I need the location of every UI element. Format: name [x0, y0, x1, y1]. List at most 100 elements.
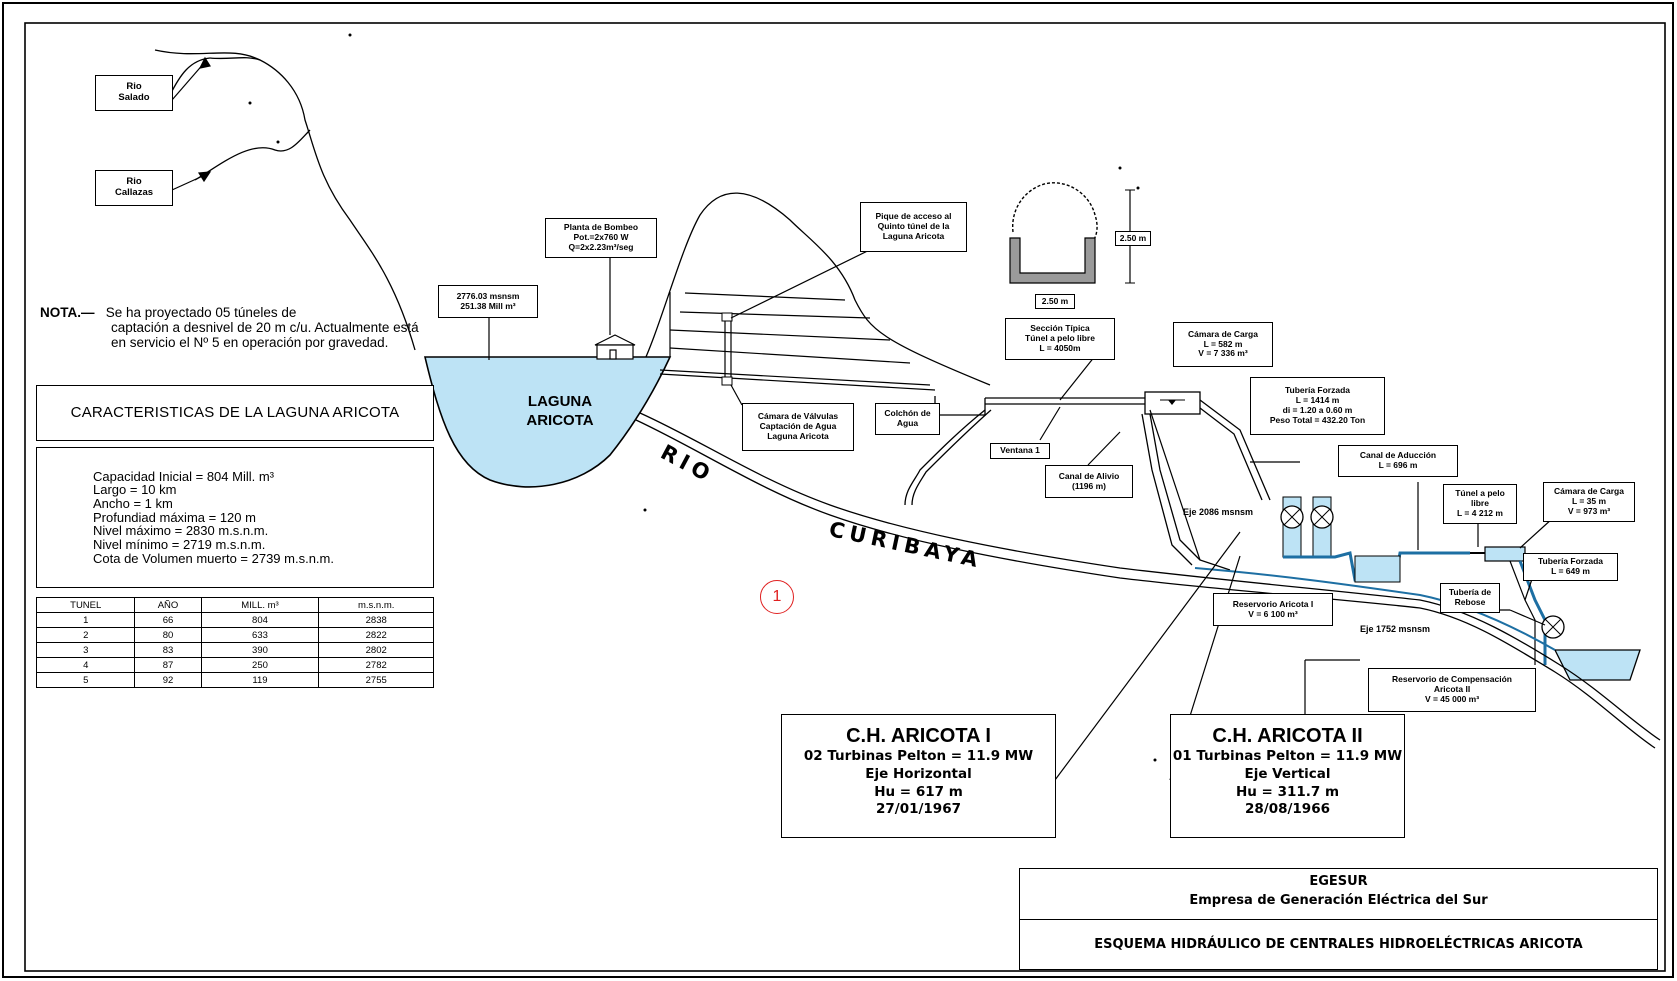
label-eje-2: Eje 1752 msnsm	[1360, 624, 1431, 634]
mountain-profile	[639, 192, 991, 386]
table-cell: 2822	[318, 627, 434, 643]
label-rio-callazas-line2: Callazas	[114, 187, 154, 198]
tunnels-table: TUNEL AÑO MILL. m³ m.s.n.m. 1 66 804 283…	[35, 597, 434, 688]
camara-carga-2-line1: Cámara de Carga	[1554, 486, 1624, 497]
tuberia-rebose-line2: Rebose	[1454, 597, 1486, 607]
label-rio-salado: Rio Salado	[95, 75, 173, 111]
ventana-text: Ventana 1	[1000, 445, 1040, 456]
plant-2-line: 28/08/1966	[1244, 801, 1330, 818]
caracteristicas-list: Capacidad Inicial = 804 Mill. m³ Largo =…	[36, 447, 434, 588]
label-tuberia-forzada-1: Tubería Forzada L = 1414 m di = 1.20 a 0…	[1250, 377, 1385, 435]
label-canal-aduccion: Canal de Aducción L = 696 m	[1338, 445, 1458, 477]
table-cell: 390	[200, 642, 320, 658]
table-cell: 80	[134, 627, 202, 643]
plant-1-title: C.H. ARICOTA I	[846, 725, 991, 747]
laguna-line1: LAGUNA	[527, 393, 593, 410]
tuberia-forzada-2-line1: Tubería Forzada	[1537, 556, 1604, 567]
tunel-pelo-libre-line3: L = 4 212 m	[1457, 507, 1503, 518]
table-cell: 3	[35, 642, 136, 658]
table-row: 4 87 250 2782	[35, 657, 434, 673]
nota-label: NOTA.—	[40, 305, 95, 320]
reservorio-comp-line1: Reservorio de Compensación	[1392, 674, 1512, 685]
table-row: 2 80 633 2822	[35, 627, 434, 643]
river-pointer-arrows	[171, 56, 212, 191]
label-camara-carga-1: Cámara de Carga L = 582 m V = 7 336 m³	[1173, 322, 1273, 367]
nota-line2: captación a desnivel de 20 m c/u. Actual…	[111, 320, 419, 336]
caracteristica-item: Nivel máximo = 2830 m.s.n.m.	[93, 523, 269, 539]
dots	[248, 33, 1157, 762]
plant-aricota-1-box: C.H. ARICOTA I 02 Turbinas Pelton = 11.9…	[781, 714, 1056, 838]
title-block: EGESUR Empresa de Generación Eléctrica d…	[1019, 868, 1658, 970]
pique-acceso-line2: Quinto túnel de la	[877, 221, 950, 232]
caracteristica-item: Nivel mínimo = 2719 m.s.n.m.	[93, 536, 266, 552]
table-cell: 2782	[318, 657, 434, 673]
marker-circle: 1	[760, 580, 794, 614]
canal-aduccion-line2: L = 696 m	[1378, 460, 1418, 470]
table-cell: 66	[134, 612, 202, 628]
label-rio-salado-line1: Rio	[126, 81, 142, 93]
main-tunnel	[904, 397, 1145, 506]
plant-2-line: Hu = 311.7 m	[1235, 783, 1340, 800]
tunnel-lines	[659, 292, 936, 391]
laguna-name: LAGUNA ARICOTA	[505, 393, 615, 431]
camara-carga-1	[1144, 391, 1201, 415]
table-cell: 2838	[318, 612, 434, 628]
nota-block: NOTA.— Se ha proyectado 05 túneles de ca…	[40, 305, 450, 350]
table-cell: 119	[200, 672, 320, 688]
nivel-laguna-line2: 251.38 Mill m³	[460, 300, 516, 311]
nivel-laguna-line1: 2776.03 msnsm	[456, 290, 520, 301]
turbine-aricota-2	[1541, 615, 1565, 639]
plant-2-line: 01 Turbinas Pelton = 11.9 MW	[1172, 748, 1403, 764]
tuberia-forzada-1-line4: Peso Total = 432.20 Ton	[1269, 414, 1366, 425]
camara-carga-1-line2: L = 582 m	[1203, 338, 1243, 349]
inner-frame	[24, 22, 1666, 972]
planta-bombeo-line2: Pot.=2x760 W	[573, 232, 629, 243]
label-reservorio-compensacion: Reservorio de Compensación Aricota II V …	[1368, 668, 1536, 712]
plant-1-line: Hu = 617 m	[874, 783, 963, 800]
plant-1-line: 27/01/1967	[875, 801, 961, 818]
plant-2-title: C.H. ARICOTA II	[1212, 725, 1363, 747]
label-canal-alivio: Canal de Alivio (1196 m)	[1045, 465, 1133, 498]
caracteristica-item: Ancho = 1 km	[93, 496, 173, 512]
tunnel-section-detail	[1009, 182, 1135, 284]
reservorio-1-line1: Reservorio Aricota I	[1232, 598, 1314, 609]
dim-height-text: 2.50 m	[1119, 232, 1147, 243]
table-row: 5 92 119 2755	[35, 672, 434, 688]
label-nivel-laguna: 2776.03 msnsm 251.38 Mill m³	[438, 285, 538, 318]
dim-height-label: 2.50 m	[1115, 231, 1151, 246]
tuberia-rebose-line1: Tubería de	[1448, 587, 1492, 598]
reservorio-1-line2: V = 6 100 m³	[1248, 608, 1298, 619]
planta-bombeo-line3: Q=2x2.23m³/seg	[568, 241, 634, 252]
label-tuberia-rebose: Tubería de Rebose	[1440, 583, 1500, 613]
label-tunel-pelo-libre: Túnel a pelo libre L = 4 212 m	[1443, 484, 1517, 524]
camara-valvulas-line2: Captación de Agua	[759, 421, 837, 432]
table-cell: 2802	[318, 642, 434, 658]
colchon-agua-basin	[934, 396, 986, 416]
turbines-aricota-1	[1280, 496, 1334, 558]
dim-width-label: 2.50 m	[1035, 294, 1075, 309]
camara-carga-2-line3: V = 973 m³	[1567, 505, 1611, 516]
table-row: 3 83 390 2802	[35, 642, 434, 658]
reservorio-comp-line2: Aricota II	[1433, 684, 1471, 695]
plant-1-line: Eje Horizontal	[865, 765, 972, 782]
tuberia-forzada-2-line2: L = 649 m	[1551, 566, 1590, 576]
reservorio-comp-line3: V = 45 000 m³	[1424, 693, 1480, 704]
table-header-cell: m.s.n.m.	[318, 597, 434, 613]
nota-line3: en servicio el Nº 5 en operación por gra…	[111, 335, 389, 351]
table-row: 1 66 804 2838	[35, 612, 434, 628]
tuberia-forzada-1-line1: Tubería Forzada	[1284, 385, 1351, 396]
camara-valvulas-line1: Cámara de Válvulas	[757, 411, 839, 422]
table-header-cell: MILL. m³	[200, 597, 320, 613]
tunel-pelo-libre-line1: Túnel a pelo	[1455, 488, 1505, 499]
label-camara-carga-2: Cámara de Carga L = 35 m V = 973 m³	[1543, 482, 1635, 522]
table-cell: 2755	[318, 672, 434, 688]
table-cell: 5	[35, 672, 136, 688]
planta-bombeo-line1: Planta de Bombeo	[563, 222, 639, 233]
table-header-cell: AÑO	[134, 597, 202, 613]
table-cell: 87	[134, 657, 202, 673]
table-header-cell: TUNEL	[35, 597, 136, 613]
dim-width-text: 2.50 m	[1041, 295, 1069, 306]
label-rio-callazas-line1: Rio	[126, 176, 142, 188]
